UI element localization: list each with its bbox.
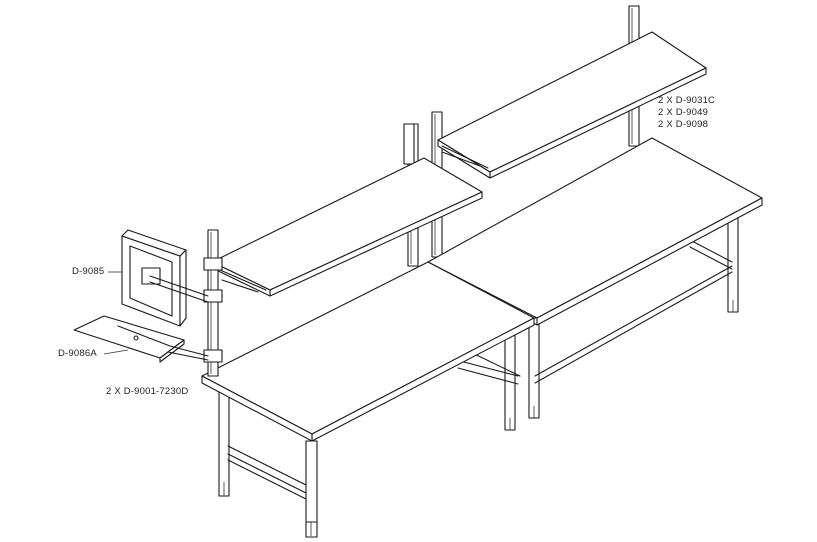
monitor-arm-label: D-9085: [72, 266, 105, 277]
keyboard-tray-label: D-9086A: [58, 348, 97, 359]
shelf-part-3: 2 X D-9098: [658, 119, 709, 130]
shelf-left: [211, 123, 483, 297]
front-upright-post: [203, 229, 223, 377]
monitor-arm-assembly: [121, 229, 209, 327]
shelf-right: [437, 31, 707, 179]
table-right: [427, 137, 763, 419]
callout-lines: [103, 271, 129, 355]
shelf-part-2: 2 X D-9049: [658, 107, 709, 118]
table-legs-label: 2 X D-9001-7230D: [106, 386, 189, 397]
shelf-parts-label: 2 X D-9031C 2 X D-9049 2 X D-9098: [658, 95, 715, 131]
shelf-part-1: 2 X D-9031C: [658, 95, 716, 106]
keyboard-tray-assembly: [73, 315, 209, 363]
table-left: [201, 261, 535, 538]
